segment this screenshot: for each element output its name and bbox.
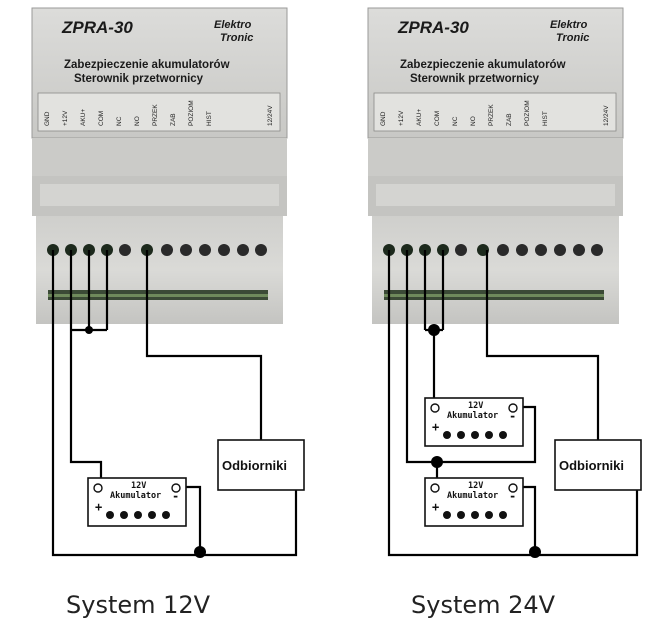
load-box: Odbiorniki — [554, 439, 642, 491]
battery-plus: + — [432, 420, 439, 434]
battery: 12V Akumulator + - — [424, 477, 524, 527]
device-title: ZPRA-30 — [397, 18, 469, 37]
device-brand: Elektro — [550, 19, 588, 31]
battery-plus: + — [95, 500, 102, 514]
battery-minus: - — [172, 489, 179, 503]
battery-voltage: 12V — [131, 481, 146, 491]
pin-label: AKU+ — [80, 109, 87, 126]
wiring-right — [387, 250, 639, 557]
junction-dot — [428, 324, 440, 336]
pin-label: +12V — [398, 110, 405, 126]
battery-name: Akumulator — [447, 411, 498, 421]
device-description: Zabezpieczenie akumulatorów — [400, 59, 566, 71]
junction-dot — [85, 326, 93, 334]
pin-labels: GND +12V AKU+ COM NC NO PRZEK ZAB POZIOM… — [44, 100, 274, 126]
load-label: Odbiorniki — [559, 458, 624, 473]
device-brand: Tronic — [556, 32, 589, 44]
junction-dot — [529, 546, 541, 558]
pin-label: +12V — [62, 110, 69, 126]
pin-label: NC — [452, 116, 459, 126]
caption-system-24v: System 24V — [411, 591, 556, 619]
load-box: Odbiorniki — [217, 439, 305, 491]
pin-label: 12/24V — [603, 105, 610, 126]
battery-voltage: 12V — [468, 481, 483, 491]
pin-label: GND — [380, 111, 387, 126]
pin-label: POZIOM — [524, 100, 531, 126]
pin-label: COM — [98, 111, 105, 126]
device-left: ZPRA-30 Elektro Tronic Zabezpieczenie ak… — [31, 7, 288, 324]
device-brand: Elektro — [214, 19, 252, 31]
pin-label: ZAB — [170, 113, 177, 126]
pin-label: GND — [44, 111, 51, 126]
device-right: ZPRA-30 Elektro Tronic Zabezpieczenie ak… — [367, 7, 624, 324]
battery-name: Akumulator — [447, 491, 498, 501]
junction-dot — [431, 456, 443, 468]
device-description: Sterownik przetwornicy — [410, 73, 540, 85]
wiring-left — [51, 250, 298, 557]
battery: 12V Akumulator + - — [424, 397, 524, 447]
pin-label: NC — [116, 116, 123, 126]
pin-label: NO — [134, 116, 141, 126]
terminal-row — [47, 244, 267, 256]
pin-label: 12/24V — [267, 105, 274, 126]
pin-label: PRZEK — [152, 104, 159, 126]
pin-labels: GND +12V AKU+ COM NC NO PRZEK ZAB POZIOM… — [380, 100, 610, 126]
pin-label: POZIOM — [188, 100, 195, 126]
device-description: Zabezpieczenie akumulatorów — [64, 59, 230, 71]
pin-label: AKU+ — [416, 109, 423, 126]
pin-label: ZAB — [506, 113, 513, 126]
junction-dot — [194, 546, 206, 558]
battery-voltage: 12V — [468, 401, 483, 411]
battery-plus: + — [432, 500, 439, 514]
device-title: ZPRA-30 — [61, 18, 133, 37]
caption-system-12v: System 12V — [66, 591, 211, 619]
pin-label: NO — [470, 116, 477, 126]
load-label: Odbiorniki — [222, 458, 287, 473]
battery-minus: - — [509, 409, 516, 423]
battery-name: Akumulator — [110, 491, 161, 501]
battery-minus: - — [509, 489, 516, 503]
pin-label: HIST — [206, 111, 213, 126]
battery: 12V Akumulator + - — [87, 477, 187, 527]
pin-label: COM — [434, 111, 441, 126]
pin-label: HIST — [542, 111, 549, 126]
device-brand: Tronic — [220, 32, 253, 44]
pin-label: PRZEK — [488, 104, 495, 126]
device-description: Sterownik przetwornicy — [74, 73, 204, 85]
